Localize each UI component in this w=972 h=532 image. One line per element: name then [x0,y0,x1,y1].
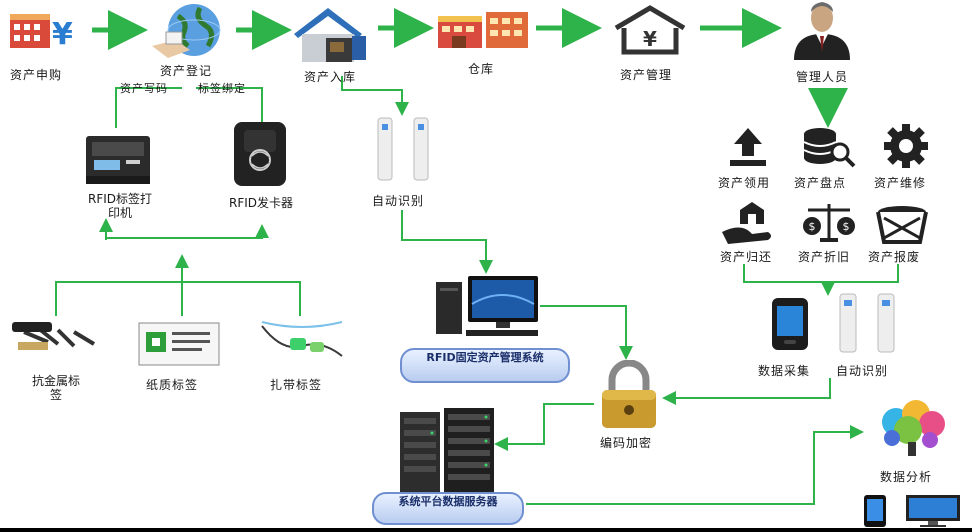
action-depreciation-label: 资产折旧 [798,250,851,264]
line-tree-right [105,224,269,240]
register-label: 资产登记 [160,64,213,78]
reader-label: RFID发卡器 [228,196,294,210]
return-icon [718,202,778,246]
cable-tag-label: 扎带标签 [270,378,323,392]
lock-icon [598,359,660,430]
rfid-reader-icon [232,120,288,190]
line-gate-lock [662,378,831,405]
paper-tag-icon [138,322,220,366]
line-tags-bus [55,281,301,316]
metal-tag-label: 抗金属标签 [31,374,80,402]
analysis-cloud-icon [866,398,958,460]
warehouse-icon [436,10,532,50]
receive-icon [718,124,778,170]
purchase-icon: ¥ [6,8,86,52]
line-inbound-gate [341,76,409,116]
line-register-reader [196,87,263,124]
action-repair-label: 资产维修 [874,176,927,190]
bind-tag-note: 标签绑定 [198,82,246,95]
purchase-label: 资产申购 [10,68,63,82]
server-pill: 系统平台数据服务器 [372,492,524,525]
manage-label: 资产管理 [620,68,673,82]
line-actions-bus [743,264,899,283]
admin-label: 管理人员 [796,70,849,84]
globe-icon [148,2,232,62]
encrypt-label: 编码加密 [600,436,653,450]
auto-id-gate-icon [834,290,900,356]
metal-tag-icon [8,318,104,358]
collect-label: 数据采集 [758,364,811,378]
monitor-icon [904,494,962,528]
asset-manage-icon: ¥ [610,4,690,58]
depreciation-scale-icon: $$ [800,200,858,244]
inbound-label: 资产入库 [304,70,357,84]
computer-icon [432,274,542,340]
svg-text:$: $ [809,220,816,233]
action-scrap-label: 资产报废 [868,250,921,264]
phone-icon [862,494,888,528]
repair-gear-icon [878,122,934,170]
house-icon [292,4,372,66]
handheld-terminal-icon [770,296,810,352]
write-code-note: 资产写码 [120,82,168,95]
action-inventory-label: 资产盘点 [794,176,847,190]
analysis-label: 数据分析 [880,470,933,484]
cable-tag-icon [258,316,346,366]
gate-label: 自动识别 [372,194,425,208]
admin-person-icon [790,0,854,60]
system-pill: RFID固定资产管理系统 [400,348,570,383]
svg-text:¥: ¥ [52,17,73,52]
server-icon [398,408,498,494]
line-lock-server [494,403,594,451]
warehouse-label: 仓库 [468,62,495,76]
bottom-border [0,528,972,532]
svg-text:¥: ¥ [643,27,657,51]
svg-text:$: $ [843,220,850,233]
line-gate-system [401,210,493,274]
rfid-printer-icon [82,130,154,190]
line-system-lock [540,305,633,360]
printer-label: RFID标签打印机 [87,192,153,220]
auto-id-right-label: 自动识别 [836,364,889,378]
line-register-printer [115,87,182,128]
action-receive-label: 资产领用 [718,176,771,190]
paper-tag-label: 纸质标签 [146,378,199,392]
rfid-gate-icon [374,114,434,184]
action-return-label: 资产归还 [720,250,773,264]
scrap-bin-icon [874,204,930,246]
line-server-analysis [526,425,864,505]
inventory-icon [798,124,858,170]
